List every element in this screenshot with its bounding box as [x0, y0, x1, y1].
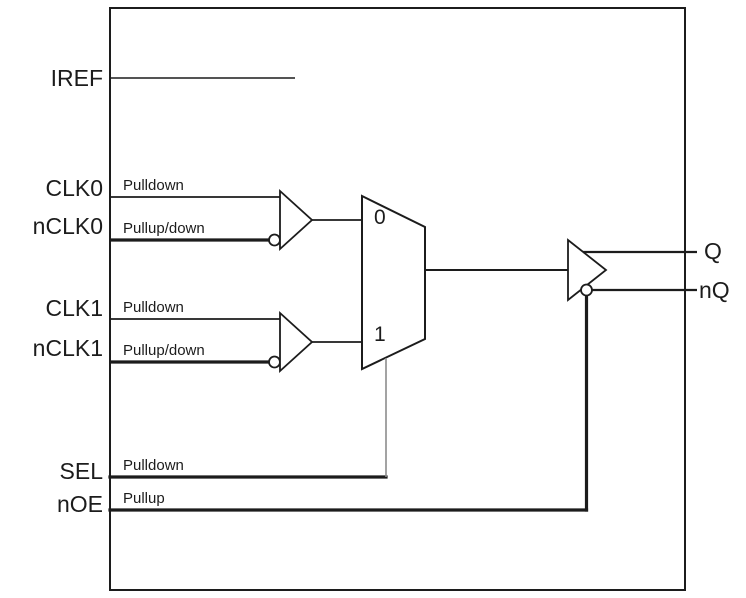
conditioning-label-noe: Pullup	[123, 490, 165, 507]
chip-outline	[109, 7, 686, 591]
inversion-bubble-nclk1	[268, 355, 281, 369]
mux-body	[361, 194, 426, 371]
conditioning-label-nclk1: Pullup/down	[123, 342, 205, 359]
diff-input-buffer-1	[279, 310, 314, 374]
inversion-bubble-nclk0	[268, 233, 281, 247]
diff-input-buffer-0	[279, 188, 314, 252]
conditioning-label-clk1: Pulldown	[123, 299, 184, 316]
pin-label-nq: nQ	[699, 277, 730, 303]
conditioning-label-sel: Pulldown	[123, 457, 184, 474]
pin-label-nclk0: nCLK0	[33, 213, 103, 239]
pin-label-noe: nOE	[57, 491, 103, 517]
inversion-bubble-nq	[580, 283, 593, 297]
pin-label-nclk1: nCLK1	[33, 335, 103, 361]
pin-label-clk0: CLK0	[45, 175, 103, 201]
mux-input0-label: 0	[374, 206, 386, 229]
pin-label-sel: SEL	[60, 458, 104, 484]
mux-input1-label: 1	[374, 323, 386, 346]
pin-label-iref: IREF	[51, 65, 103, 91]
conditioning-label-nclk0: Pullup/down	[123, 220, 205, 237]
conditioning-label-clk0: Pulldown	[123, 177, 184, 194]
pin-label-q: Q	[704, 238, 722, 264]
pin-label-clk1: CLK1	[45, 295, 103, 321]
